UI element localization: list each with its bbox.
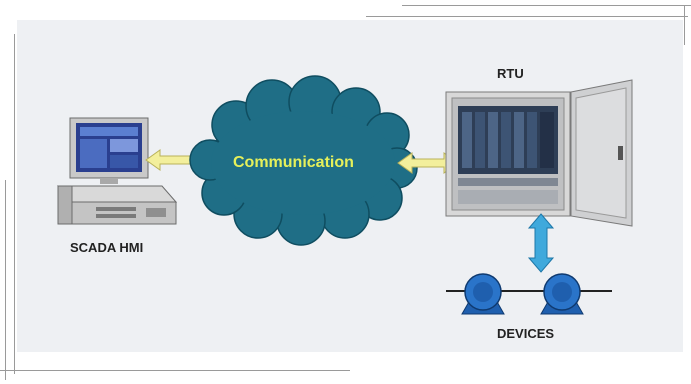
frame-line-right bbox=[684, 5, 685, 45]
cloud-fill bbox=[211, 111, 395, 215]
frame-line-top-short bbox=[402, 5, 691, 6]
pump-icon bbox=[520, 273, 612, 315]
arrow-rtu-devices bbox=[527, 213, 555, 273]
frame-line-bottom bbox=[0, 370, 350, 371]
scada-hmi-label: SCADA HMI bbox=[70, 240, 144, 255]
computer-icon bbox=[56, 117, 178, 225]
frame-line-left bbox=[14, 34, 15, 374]
rtu-cabinet-icon bbox=[445, 79, 633, 227]
pump-icon bbox=[446, 273, 524, 315]
devices-label: DEVICES bbox=[497, 326, 555, 341]
frame-line-top bbox=[366, 16, 688, 17]
communication-label: Communication bbox=[233, 154, 354, 171]
frame-line-left-inner bbox=[5, 180, 6, 380]
rtu-label: RTU bbox=[497, 66, 524, 81]
